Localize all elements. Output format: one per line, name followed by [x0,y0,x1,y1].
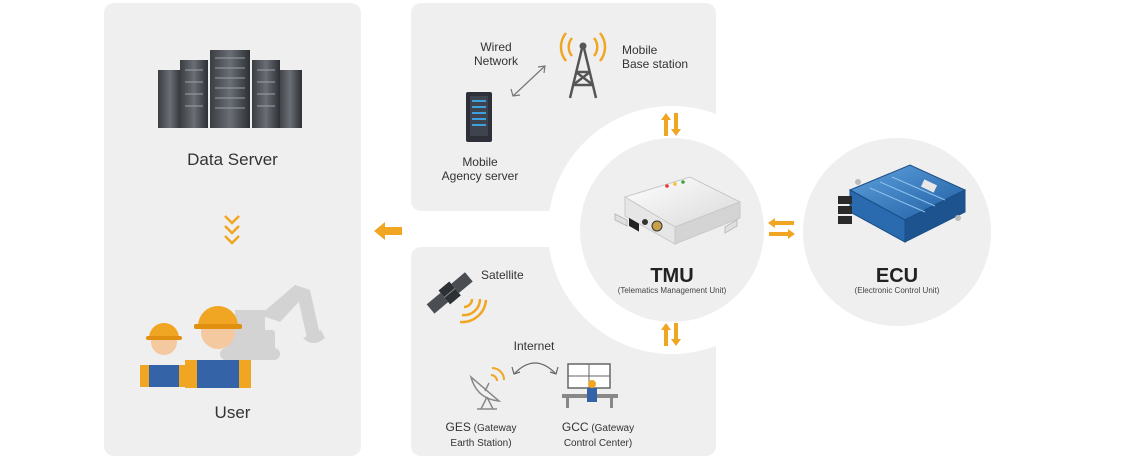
ecu-title: ECU [875,265,919,287]
internet-label: Internet [513,339,555,353]
bidirectional-diagonal-arrow-icon [510,65,546,97]
agency-server-icon [466,92,492,142]
mobile-base-station-label: Mobile Base station [622,43,689,71]
user-label: User [214,403,251,422]
triple-chevron-down-icon [224,215,240,245]
horizontal-bidirectional-arrow-icon [768,218,795,239]
data-server-icon [158,50,302,128]
tmu-device-icon [614,176,742,245]
data-server-label: Data Server [187,150,278,169]
tmu-subtitle: (Telematics Management Unit) [617,286,727,295]
users-with-excavator-icon [140,285,325,388]
cell-tower-icon [559,32,607,99]
tmu-title: TMU [650,265,694,287]
vertical-bidirectional-arrow-icon [661,323,681,346]
mobile-agency-server-label: Mobile Agency server [441,155,519,183]
ges-label: GES (Gateway Earth Station) [445,420,517,449]
bidirectional-curved-arrow-icon [511,362,559,375]
ecu-subtitle: (Electronic Control Unit) [854,286,940,295]
satellite-icon [426,272,488,324]
wired-network-label: Wired Network [473,40,518,68]
satellite-label: Satellite [481,268,524,282]
ecu-device-icon [838,164,967,243]
satellite-dish-icon [469,367,505,410]
arrow-left-icon [374,222,402,240]
vertical-bidirectional-arrow-icon [661,113,681,136]
control-center-icon [562,363,618,408]
gcc-label: GCC (Gateway Control Center) [561,420,635,449]
